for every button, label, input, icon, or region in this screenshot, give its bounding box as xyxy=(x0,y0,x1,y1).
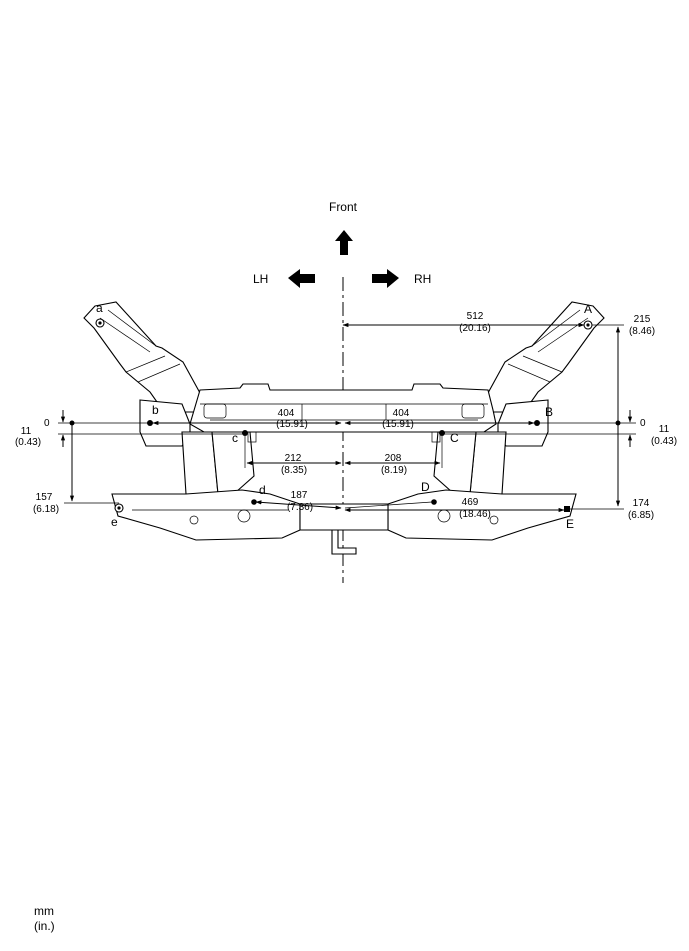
dim-212-mm: 212 xyxy=(285,453,302,464)
dim-11-left-in: (0.43) xyxy=(15,437,41,448)
dim-208-mm: 208 xyxy=(385,453,402,464)
lh-arrow-icon xyxy=(288,269,315,288)
measuring-point-C xyxy=(431,430,445,443)
dimension-line-157 xyxy=(64,425,119,504)
measuring-point-d xyxy=(251,499,257,505)
lh-label: LH xyxy=(253,272,268,286)
dim-469-in: (18.46) xyxy=(459,509,491,520)
point-a-label: a xyxy=(96,301,103,315)
front-arrow-icon xyxy=(335,230,353,255)
dim-212-in: (8.35) xyxy=(281,465,307,476)
point-E-label: E xyxy=(566,517,574,531)
measuring-point-E xyxy=(564,506,570,512)
dimension-line-11-left xyxy=(58,410,245,447)
unit-mm: mm xyxy=(34,904,54,918)
measuring-point-D xyxy=(431,499,437,505)
point-C-label: C xyxy=(450,431,459,445)
dim-11-right-in: (0.43) xyxy=(651,436,677,447)
point-b-label: b xyxy=(152,403,159,417)
dim-469-mm: 469 xyxy=(462,497,479,508)
point-A-label: A xyxy=(584,302,592,316)
point-D-label: D xyxy=(421,480,430,494)
rh-label: RH xyxy=(414,272,431,286)
point-B-label: B xyxy=(545,405,553,419)
dim-174-in: (6.85) xyxy=(628,510,654,521)
point-d-label: d xyxy=(259,483,266,497)
dimension-line-11-right xyxy=(442,410,636,447)
front-label: Front xyxy=(329,200,358,214)
dim-404-left-mm: 404 xyxy=(278,408,295,419)
dim-187-in: (7.36) xyxy=(287,502,313,513)
dimension-line-215 xyxy=(592,324,624,507)
measuring-point-A xyxy=(583,320,593,330)
dim-404-right-mm: 404 xyxy=(393,408,410,419)
dimension-line-469 xyxy=(344,501,565,513)
suspension-member-body xyxy=(83,301,605,555)
dim-0-right: 0 xyxy=(640,418,646,429)
measuring-point-c xyxy=(242,430,257,443)
rh-arrow-icon xyxy=(372,269,399,288)
dim-0-left: 0 xyxy=(44,418,50,429)
dim-11-right-mm: 11 xyxy=(659,424,670,435)
dim-404-left-in: (15.91) xyxy=(276,419,308,430)
dim-11-left-mm: 11 xyxy=(21,426,32,437)
dim-157-mm: 157 xyxy=(36,492,53,503)
dim-512-in: (20.16) xyxy=(459,323,491,334)
point-c-label: c xyxy=(232,431,238,445)
dim-215-in: (8.46) xyxy=(629,326,655,337)
dim-187-mm: 187 xyxy=(291,490,308,501)
dim-404-right-in: (15.91) xyxy=(382,419,414,430)
dim-174-mm: 174 xyxy=(633,498,650,509)
point-e-label: e xyxy=(111,515,118,529)
unit-legend: mm (in.) xyxy=(34,904,55,934)
measuring-point-e xyxy=(114,503,124,513)
dim-512-mm: 512 xyxy=(467,311,484,322)
measuring-point-a xyxy=(95,318,105,328)
dim-215-mm: 215 xyxy=(634,314,651,325)
dim-208-in: (8.19) xyxy=(381,465,407,476)
dimension-line-212 xyxy=(244,436,342,468)
unit-in: (in.) xyxy=(34,919,55,933)
dim-157-in: (6.18) xyxy=(33,504,59,515)
dimension-line-208 xyxy=(344,436,443,468)
dimension-line-187 xyxy=(255,500,342,510)
